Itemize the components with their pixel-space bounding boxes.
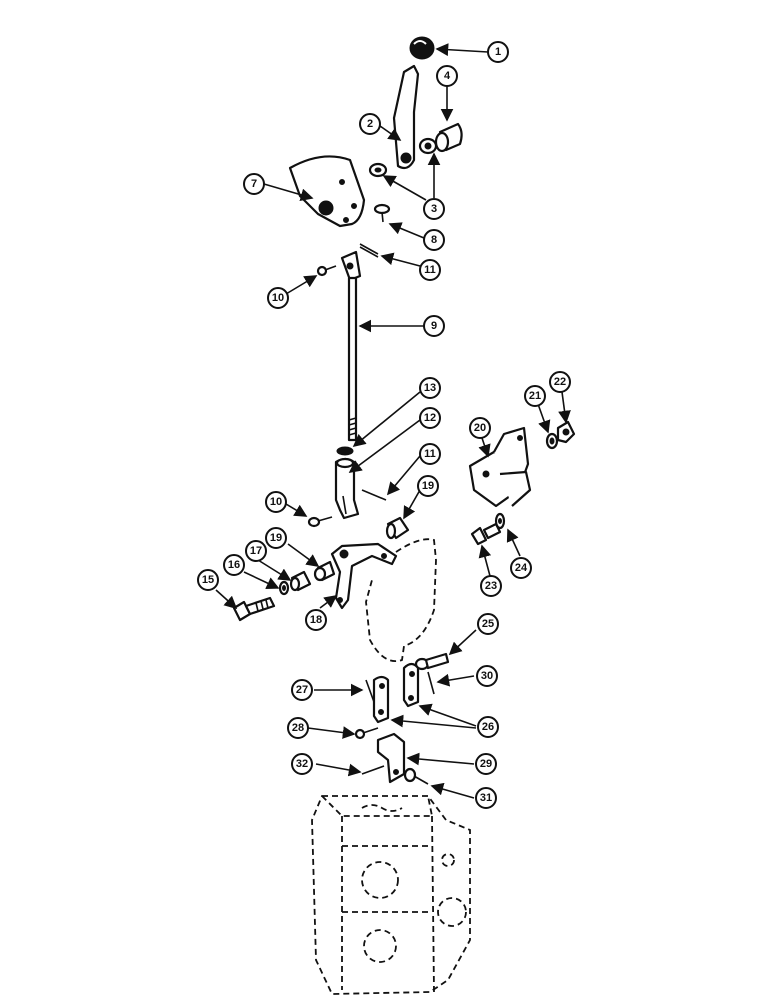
bolt-15-part — [232, 596, 276, 622]
callout-3-label: 3 — [431, 203, 437, 215]
callout-4-label: 4 — [444, 70, 451, 82]
callout-17: 17 — [245, 540, 267, 562]
callout-11-top: 11 — [419, 259, 441, 281]
callout-10-lower: 10 — [265, 491, 287, 513]
callout-7-label: 7 — [251, 178, 257, 190]
cotter-pin-top-part — [359, 243, 379, 258]
callout-26: 26 — [477, 716, 499, 738]
callout-25-label: 25 — [482, 618, 494, 630]
callout-7: 7 — [243, 173, 265, 195]
callout-27-label: 27 — [296, 684, 308, 696]
washer-21-part — [545, 432, 559, 450]
callout-21: 21 — [524, 385, 546, 407]
lower-clevis-part — [376, 732, 406, 784]
callout-30: 30 — [476, 665, 498, 687]
linkage-dashed-outline — [365, 538, 437, 662]
callout-24-label: 24 — [515, 562, 528, 574]
washer-16-part — [278, 580, 290, 596]
callout-27: 27 — [291, 679, 313, 701]
shift-knob-part — [409, 36, 435, 60]
callout-31-label: 31 — [480, 792, 492, 804]
callout-12: 12 — [419, 407, 441, 429]
bell-crank-part — [330, 542, 398, 610]
callout-2-label: 2 — [367, 118, 373, 130]
callout-20-label: 20 — [474, 422, 486, 434]
callout-8: 8 — [423, 229, 445, 251]
callout-20: 20 — [469, 417, 491, 439]
callout-22-label: 22 — [554, 376, 566, 388]
callout-10-top-label: 10 — [272, 292, 284, 304]
callout-29: 29 — [475, 753, 497, 775]
callout-1: 1 — [487, 41, 509, 63]
callout-29-label: 29 — [480, 758, 492, 770]
callout-8-label: 8 — [431, 234, 437, 246]
callout-11-top-label: 11 — [424, 264, 436, 276]
callout-10-lower-label: 10 — [270, 496, 282, 508]
callout-24: 24 — [510, 557, 532, 579]
callout-13: 13 — [419, 377, 441, 399]
callout-9: 9 — [423, 315, 445, 337]
callout-26-label: 26 — [482, 721, 494, 733]
callout-12-label: 12 — [424, 412, 436, 424]
callout-10-top: 10 — [267, 287, 289, 309]
transmission-housing-part — [311, 795, 471, 995]
callout-15-label: 15 — [202, 574, 214, 586]
callout-31: 31 — [475, 787, 497, 809]
callout-28: 28 — [287, 717, 309, 739]
cotter-pin-lower-part — [361, 489, 387, 501]
callout-18: 18 — [305, 609, 327, 631]
callout-23-label: 23 — [485, 580, 497, 592]
callout-19-right: 19 — [417, 475, 439, 497]
mounting-bracket-part — [468, 426, 532, 508]
spacer-part — [289, 570, 312, 592]
bushing-right-part — [385, 516, 410, 540]
clevis-pin-top-part — [316, 265, 337, 277]
cotter-pin-32-part — [361, 765, 385, 775]
callout-19-left-label: 19 — [270, 532, 282, 544]
cotter-pin-30-part — [427, 671, 435, 695]
washer-24-part — [494, 512, 506, 530]
bolt-23-part — [470, 522, 502, 546]
callout-32-label: 32 — [296, 758, 308, 770]
bolt-25-part — [414, 652, 450, 671]
callout-4: 4 — [436, 65, 458, 87]
callout-15: 15 — [197, 569, 219, 591]
callout-16-label: 16 — [228, 559, 240, 571]
clevis-part — [334, 457, 360, 520]
jam-nut-part — [336, 446, 354, 456]
link-plates-part — [372, 662, 420, 724]
shift-rod-part — [340, 250, 362, 442]
pin-28-part — [354, 727, 379, 740]
bushing-part — [434, 122, 463, 153]
callout-25: 25 — [477, 613, 499, 635]
callout-19-right-label: 19 — [422, 480, 434, 492]
clevis-pin-lower-part — [307, 516, 333, 528]
callout-11-lower-label: 11 — [424, 448, 436, 460]
callout-22: 22 — [549, 371, 571, 393]
shift-lever-part — [392, 64, 420, 170]
callout-1-label: 1 — [495, 46, 501, 58]
callout-21-label: 21 — [529, 390, 541, 402]
quadrant-plate-part — [288, 155, 366, 228]
bushing-left-part — [313, 560, 336, 582]
callout-30-label: 30 — [481, 670, 493, 682]
callout-3: 3 — [423, 198, 445, 220]
callout-23: 23 — [480, 575, 502, 597]
cotter-pin-27-part — [365, 679, 375, 703]
screw-8-part — [373, 203, 391, 223]
callout-11-lower: 11 — [419, 443, 441, 465]
callout-9-label: 9 — [431, 320, 437, 332]
callout-13-label: 13 — [424, 382, 436, 394]
leader-lines — [215, 43, 571, 799]
callout-18-label: 18 — [310, 614, 322, 626]
callout-2: 2 — [359, 113, 381, 135]
callout-28-label: 28 — [292, 722, 304, 734]
callout-16: 16 — [223, 554, 245, 576]
callout-32: 32 — [291, 753, 313, 775]
callout-19-left: 19 — [265, 527, 287, 549]
pin-31-part — [403, 767, 429, 785]
callout-17-label: 17 — [250, 545, 262, 557]
nut-22-part — [556, 420, 576, 444]
